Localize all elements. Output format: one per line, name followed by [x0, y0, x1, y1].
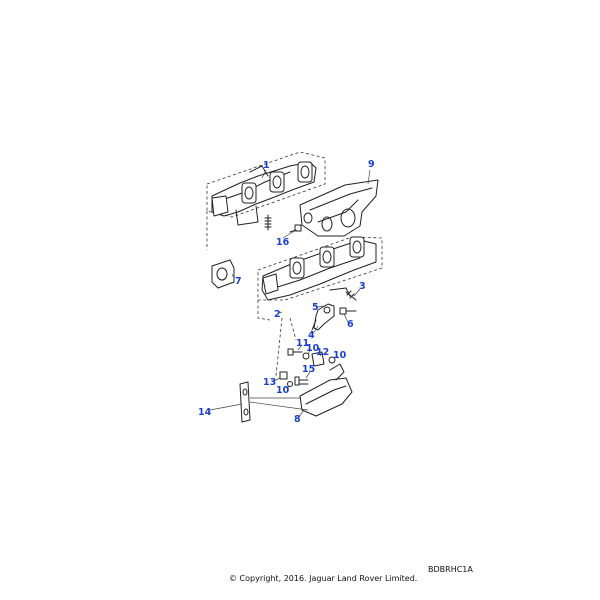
lower-exhaust-manifold — [257, 236, 383, 321]
callout-4: 4 — [308, 330, 315, 341]
callout-2: 2 — [274, 309, 281, 320]
callout-5: 5 — [312, 302, 319, 313]
callout-9: 9 — [368, 159, 375, 170]
callout-1: 1 — [263, 160, 270, 171]
callout-10-right: 10 — [333, 350, 347, 361]
lower-heat-shield — [299, 363, 353, 417]
callout-12: 12 — [316, 347, 329, 358]
callout-leaders — [209, 169, 371, 419]
callout-6: 6 — [347, 319, 354, 330]
stud — [264, 214, 302, 233]
callout-13: 13 — [263, 377, 276, 388]
manifold-gasket — [211, 259, 235, 289]
heat-shield — [299, 179, 379, 237]
callout-3: 3 — [359, 281, 366, 292]
upper-exhaust-manifold — [206, 151, 326, 250]
flange-plate — [239, 381, 251, 423]
callout-14: 14 — [198, 407, 212, 418]
fastener-set — [287, 348, 336, 367]
bolt-6 — [339, 307, 357, 315]
callout-11: 11 — [296, 338, 309, 349]
callout-8: 8 — [294, 414, 301, 425]
callout-16: 16 — [276, 237, 290, 248]
callout-7: 7 — [235, 276, 242, 287]
callout-15: 15 — [302, 364, 315, 375]
support-bracket — [311, 303, 335, 331]
lower-fastener-set — [279, 371, 309, 387]
stud-upper-right — [345, 290, 357, 301]
copyright-notice: © Copyright, 2016. Jaguar Land Rover Lim… — [229, 574, 418, 583]
callout-10-lower: 10 — [276, 385, 290, 396]
callout-10: 10 — [306, 343, 320, 354]
reference-code: BDBRHC1A — [428, 565, 473, 574]
